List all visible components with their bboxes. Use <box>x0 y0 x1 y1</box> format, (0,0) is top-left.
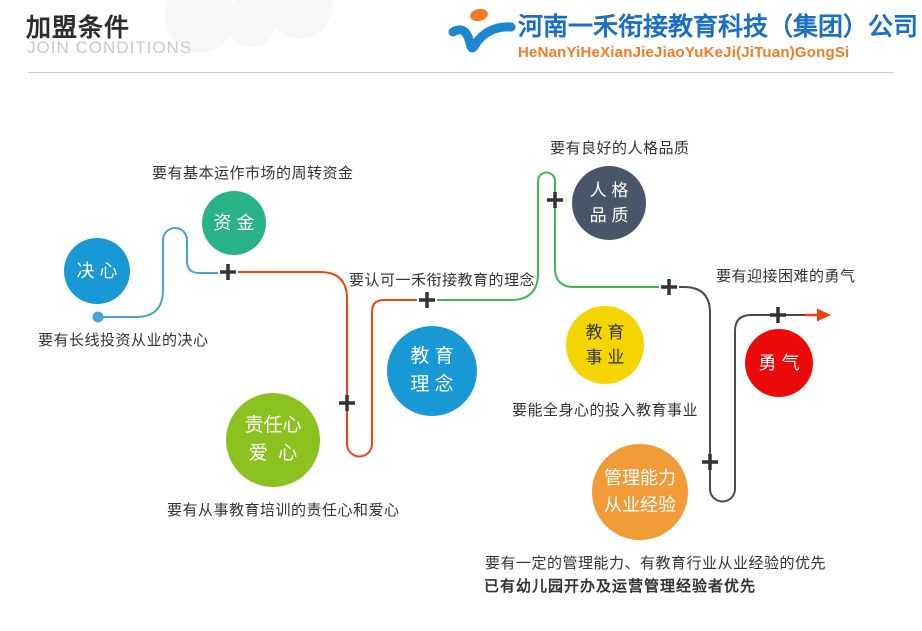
logo-check-icon <box>448 22 516 53</box>
flow-arrow-icon <box>817 308 831 322</box>
circle-education-career: 教 育 事 业 <box>566 306 644 384</box>
flow-path-dark <box>679 286 805 503</box>
plus-icon-courage <box>770 307 786 323</box>
circle-funds: 资 金 <box>202 191 266 255</box>
circle-label: 人 格 <box>589 180 629 200</box>
plus-icon-personality <box>547 192 563 208</box>
logo-dot-icon <box>470 8 488 22</box>
caption-philosophy: 要认可一禾衔接教育的理念 <box>349 272 536 289</box>
plus-icon-responsibility <box>339 395 355 411</box>
circle-label: 爱 心 <box>248 443 298 464</box>
page-title: 加盟条件 <box>26 14 131 42</box>
caption-funds: 要有基本运作市场的周转资金 <box>152 165 354 182</box>
circle-label: 教 育 <box>410 345 454 367</box>
logo-text: 河南一禾衔接教育科技（集团）公司 HeNanYiHeXianJieJiaoYuK… <box>518 3 918 61</box>
circle-label: 教 育 <box>585 322 625 342</box>
caption-management-line2: 已有幼儿园开办及运营管理经验者优先 <box>484 578 757 595</box>
plus-icon-funds <box>220 264 236 280</box>
company-logo[interactable]: 河南一禾衔接教育科技（集团）公司 HeNanYiHeXianJieJiaoYuK… <box>448 3 918 65</box>
circle-label: 责任心 <box>244 414 302 436</box>
plus-icon-philosophy <box>419 292 435 308</box>
caption-courage: 要有迎接困难的勇气 <box>716 268 856 285</box>
circle-personality-quality: 人 格 品 质 <box>572 166 646 240</box>
caption-management-line1: 要有一定的管理能力、有教育行业从业经验的优先 <box>485 555 827 572</box>
circle-label: 事 业 <box>585 348 625 367</box>
circle-responsibility-love: 责任心 爱 心 <box>226 393 320 487</box>
logo-swoosh-icon <box>448 8 516 53</box>
circle-education-philosophy: 教 育 理 念 <box>387 326 477 416</box>
flow-path-blue <box>98 227 218 318</box>
circle-label: 理 念 <box>410 374 454 395</box>
circle-management-experience: 管理能力 从业经验 <box>592 444 688 540</box>
company-name: 河南一禾衔接教育科技（集团）公司 <box>518 13 919 41</box>
flow-path-red <box>238 271 417 458</box>
caption-determination: 要有长线投资从业的决心 <box>38 332 209 349</box>
circle-label: 管理能力 <box>604 468 676 488</box>
circle-label: 决 心 <box>76 260 118 281</box>
caption-career: 要能全身心的投入教育事业 <box>512 402 699 419</box>
circle-label: 资 金 <box>213 212 255 233</box>
circle-label: 从业经验 <box>604 495 676 515</box>
circle-label: 品 质 <box>589 206 629 225</box>
circle-label: 勇 气 <box>758 352 800 373</box>
caption-responsibility: 要有从事教育培训的责任心和爱心 <box>167 502 400 519</box>
circle-determination: 决 心 <box>64 238 130 304</box>
header-divider <box>28 72 894 73</box>
caption-personality: 要有良好的人格品质 <box>550 140 690 157</box>
circle-courage: 勇 气 <box>745 329 813 397</box>
plus-icon-management <box>702 454 718 470</box>
company-pinyin: HeNanYiHeXianJieJiaoYuKeJi(JiTuan)GongSi <box>518 43 850 61</box>
page-subtitle-en: JOIN CONDITIONS <box>27 38 193 57</box>
plus-icon-career <box>661 279 677 295</box>
flow-path-green <box>437 171 659 301</box>
flow-start-dot <box>92 311 104 323</box>
